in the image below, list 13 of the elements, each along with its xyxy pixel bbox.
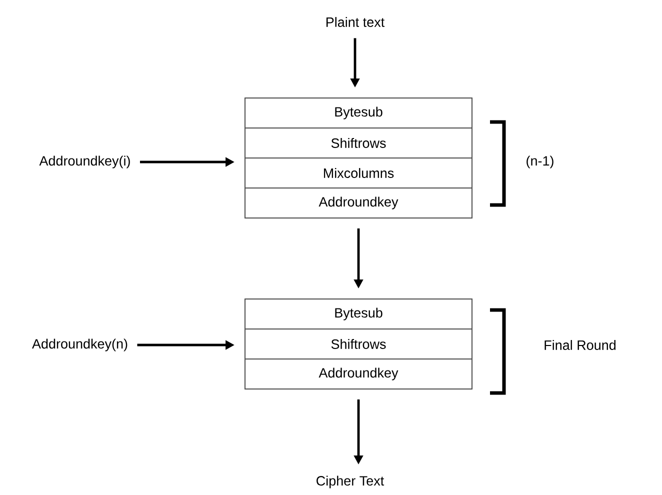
text-label: Plaint text [326, 17, 385, 27]
text-label: Addroundkey(n) [32, 338, 128, 352]
step-box: Addroundkey [244, 188, 472, 218]
step-box: Shiftrows [244, 128, 472, 158]
step-box: Mixcolumns [244, 158, 472, 188]
text-label: Addroundkey(i) [39, 156, 130, 168]
step-box: Bytesub [244, 298, 472, 330]
step-box: Shiftrows [244, 328, 472, 360]
step-box: Addroundkey [244, 358, 472, 390]
bracket-label: (n-1) [526, 156, 554, 168]
bracket-label: Final Round [544, 340, 616, 350]
step-box: Bytesub [244, 98, 472, 128]
text-label: Cipher Text [316, 476, 384, 488]
